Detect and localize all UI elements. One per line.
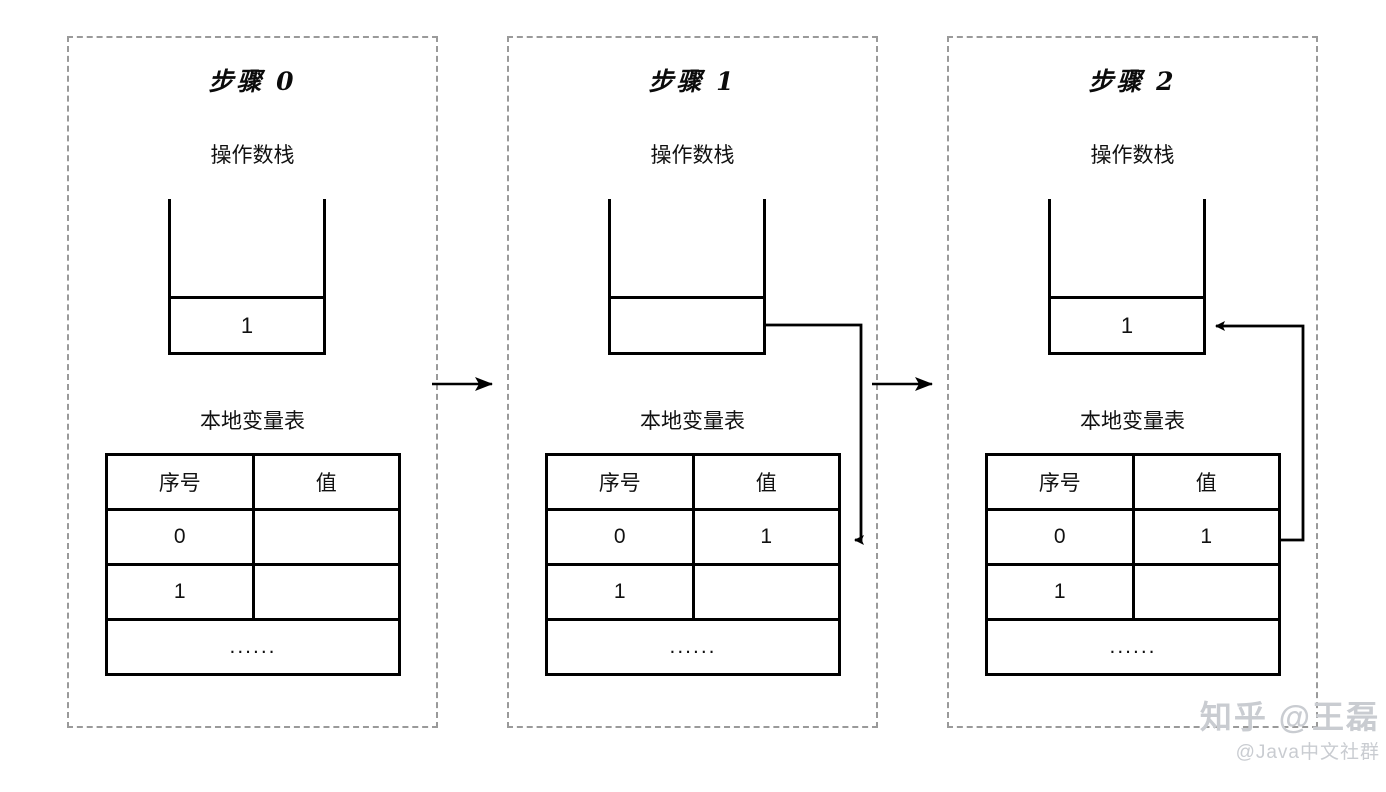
local-variable-table-0: 序号 值 0 1 ...... [105, 453, 401, 676]
table-ellipsis-row: ...... [105, 618, 401, 676]
local-variable-table-label-0: 本地变量表 [200, 410, 305, 433]
operand-stack-2: 1 [1048, 199, 1206, 355]
cell-value [251, 508, 401, 566]
step-panel-2 [947, 36, 1318, 728]
table-ellipsis-row: ...... [545, 618, 841, 676]
cell-value [251, 563, 401, 621]
watermark-sub: @Java中文社群 [1235, 742, 1380, 764]
operand-stack-1 [608, 199, 766, 355]
cell-index: 0 [985, 508, 1135, 566]
stack-divider-2 [1048, 296, 1206, 299]
table-row: 1 [105, 563, 401, 621]
local-variable-table-label-1: 本地变量表 [640, 410, 745, 433]
ellipsis-cell: ...... [105, 618, 401, 676]
watermark: 知乎 @王磊 @Java中文社群 [1128, 699, 1380, 764]
cell-index: 0 [105, 508, 255, 566]
step-panel-0 [67, 36, 438, 728]
operand-stack-label-1: 操作数栈 [650, 144, 735, 167]
cell-index: 1 [105, 563, 255, 621]
stack-cell-0: 1 [240, 312, 254, 338]
cell-value: 1 [1131, 508, 1281, 566]
table-ellipsis-row: ...... [985, 618, 1281, 676]
local-variable-table-1: 序号 值 0 1 1 ...... [545, 453, 841, 676]
cell-index: 1 [545, 563, 695, 621]
local-variable-table-2: 序号 值 0 1 1 ...... [985, 453, 1281, 676]
step-panel-1 [507, 36, 878, 728]
table-header-row: 序号 值 [985, 453, 1281, 511]
table-row: 1 [985, 563, 1281, 621]
table-row: 0 1 [545, 508, 841, 566]
header-value: 值 [691, 453, 841, 511]
operand-stack-label-2: 操作数栈 [1090, 144, 1175, 167]
step-title-1: 步骤 1 [648, 67, 737, 96]
step-title-0: 步骤 0 [208, 67, 297, 96]
operand-stack-label-0: 操作数栈 [210, 144, 295, 167]
local-variable-table-label-2: 本地变量表 [1080, 410, 1185, 433]
table-header-row: 序号 值 [105, 453, 401, 511]
table-row: 0 1 [985, 508, 1281, 566]
stack-cell-2: 1 [1120, 312, 1134, 338]
cell-index: 1 [985, 563, 1135, 621]
header-index: 序号 [985, 453, 1135, 511]
header-index: 序号 [105, 453, 255, 511]
operand-stack-0: 1 [168, 199, 326, 355]
header-value: 值 [1131, 453, 1281, 511]
header-value: 值 [251, 453, 401, 511]
stack-divider-0 [168, 296, 326, 299]
stack-divider-1 [608, 296, 766, 299]
watermark-main: 知乎 @王磊 [1199, 699, 1380, 735]
cell-value [691, 563, 841, 621]
table-header-row: 序号 值 [545, 453, 841, 511]
cell-value: 1 [691, 508, 841, 566]
table-row: 0 [105, 508, 401, 566]
stack-cell-1 [611, 299, 763, 352]
table-row: 1 [545, 563, 841, 621]
ellipsis-cell: ...... [545, 618, 841, 676]
step-title-2: 步骤 2 [1088, 67, 1177, 96]
cell-index: 0 [545, 508, 695, 566]
header-index: 序号 [545, 453, 695, 511]
ellipsis-cell: ...... [985, 618, 1281, 676]
cell-value [1131, 563, 1281, 621]
